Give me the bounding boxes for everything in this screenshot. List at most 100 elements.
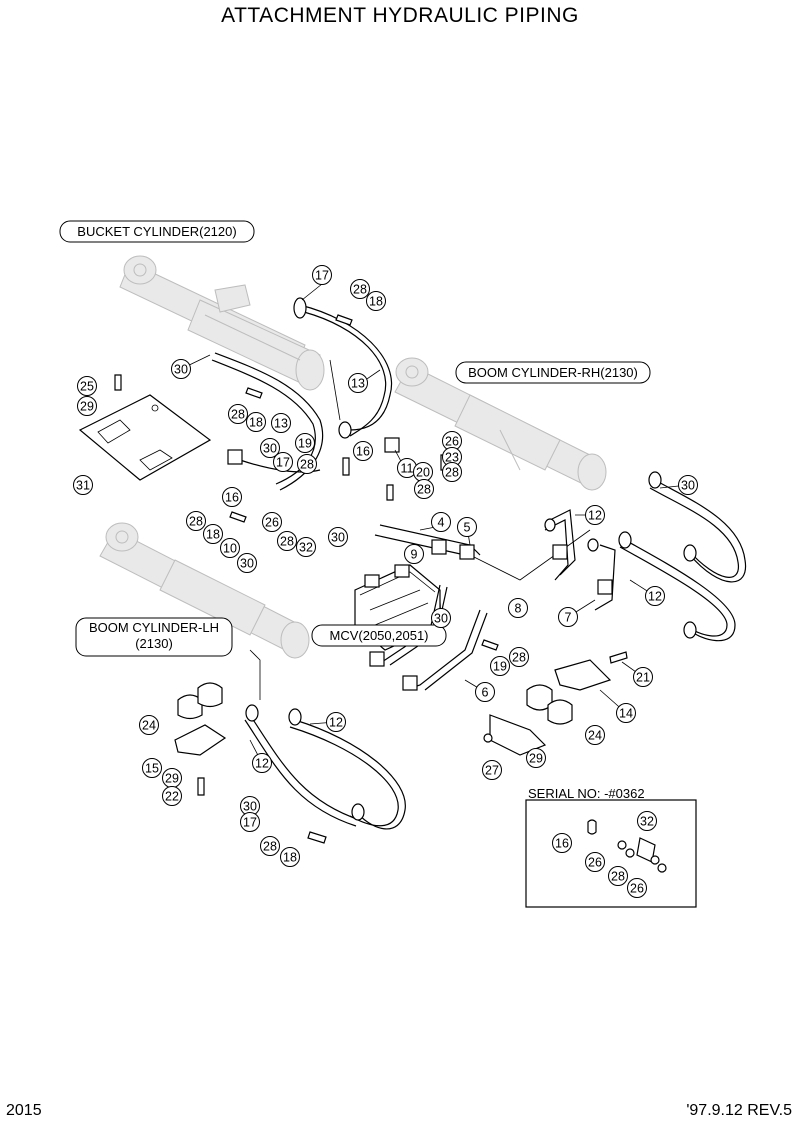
callout-number: 30 xyxy=(434,612,448,626)
callout-number: 24 xyxy=(142,719,156,733)
callout-number: 19 xyxy=(493,660,507,674)
callout-31: 31 xyxy=(73,475,93,495)
callout-30: 30 xyxy=(678,475,698,495)
callout-15: 15 xyxy=(142,758,162,778)
callout-number: 29 xyxy=(529,752,543,766)
callout-number: 17 xyxy=(315,269,329,283)
callout-number: 29 xyxy=(165,772,179,786)
callout-28: 28 xyxy=(608,866,628,886)
callout-18: 18 xyxy=(280,847,300,867)
callout-16: 16 xyxy=(353,441,373,461)
callout-23: 23 xyxy=(442,447,462,467)
callout-number: 4 xyxy=(438,516,445,530)
callout-number: 17 xyxy=(243,816,257,830)
hose-lines xyxy=(211,304,747,830)
svg-text:BUCKET CYLINDER(2120): BUCKET CYLINDER(2120) xyxy=(77,224,236,239)
callout-number: 12 xyxy=(588,509,602,523)
callout-26: 26 xyxy=(262,512,282,532)
callout-number: 23 xyxy=(445,451,459,465)
callout-12: 12 xyxy=(585,505,605,525)
callout-28: 28 xyxy=(442,462,462,482)
callout-18: 18 xyxy=(203,524,223,544)
callout-32: 32 xyxy=(296,537,316,557)
callout-24: 24 xyxy=(139,715,159,735)
callout-32: 32 xyxy=(637,811,657,831)
callout-number: 16 xyxy=(555,837,569,851)
callout-number: 26 xyxy=(630,882,644,896)
callout-number: 24 xyxy=(588,729,602,743)
callout-30: 30 xyxy=(260,438,280,458)
callout-30: 30 xyxy=(171,359,191,379)
callout-number: 8 xyxy=(515,602,522,616)
callout-29: 29 xyxy=(526,748,546,768)
boom-cylinder-rh-ghost xyxy=(394,357,607,491)
callout-number: 31 xyxy=(76,479,90,493)
callout-24: 24 xyxy=(585,725,605,745)
callout-29: 29 xyxy=(77,396,97,416)
callout-number: 26 xyxy=(265,516,279,530)
svg-text:MCV(2050,2051): MCV(2050,2051) xyxy=(330,628,429,643)
callout-12: 12 xyxy=(252,753,272,773)
callout-25: 25 xyxy=(77,376,97,396)
callout-18: 18 xyxy=(366,291,386,311)
callout-number: 30 xyxy=(243,800,257,814)
callout-26: 26 xyxy=(585,852,605,872)
callout-6: 6 xyxy=(475,682,495,702)
callout-17: 17 xyxy=(240,812,260,832)
revision-date: '97.9.12 REV.5 xyxy=(686,1102,792,1119)
callout-26: 26 xyxy=(627,878,647,898)
page-number: 2015 xyxy=(6,1102,42,1119)
callout-number: 13 xyxy=(351,377,365,391)
callout-number: 25 xyxy=(80,380,94,394)
callout-28: 28 xyxy=(260,836,280,856)
callout-17: 17 xyxy=(273,452,293,472)
callout-number: 5 xyxy=(464,521,471,535)
callout-number: 14 xyxy=(619,707,633,721)
callout-number: 32 xyxy=(299,541,313,555)
callout-number: 26 xyxy=(445,435,459,449)
callout-number: 30 xyxy=(681,479,695,493)
callout-number: 20 xyxy=(416,466,430,480)
callout-28: 28 xyxy=(350,279,370,299)
callout-30: 30 xyxy=(328,527,348,547)
callout-number: 9 xyxy=(411,548,418,562)
callout-11: 11 xyxy=(397,458,417,478)
callout-number: 12 xyxy=(329,716,343,730)
callout-number: 30 xyxy=(331,531,345,545)
bucket-cylinder-ghost xyxy=(119,255,325,391)
callout-number: 7 xyxy=(565,611,572,625)
callout-12: 12 xyxy=(326,712,346,732)
callout-13: 13 xyxy=(271,413,291,433)
callout-number: 19 xyxy=(298,437,312,451)
callout-number: 11 xyxy=(401,462,414,476)
serial-label: SERIAL NO: -#0362 xyxy=(528,786,645,801)
mcv-label: MCV(2050,2051) xyxy=(311,624,447,647)
callout-28: 28 xyxy=(228,404,248,424)
callout-number: 15 xyxy=(145,762,159,776)
callout-21: 21 xyxy=(633,667,653,687)
callout-number: 30 xyxy=(263,442,277,456)
svg-text:BOOM CYLINDER-LH: BOOM CYLINDER-LH xyxy=(89,620,219,635)
callout-16: 16 xyxy=(222,487,242,507)
callout-5: 5 xyxy=(457,517,477,537)
callout-number: 28 xyxy=(231,408,245,422)
callout-22: 22 xyxy=(162,786,182,806)
callout-10: 10 xyxy=(220,538,240,558)
svg-text:BOOM CYLINDER-RH(2130): BOOM CYLINDER-RH(2130) xyxy=(468,365,638,380)
callout-30: 30 xyxy=(237,553,257,573)
callout-16: 16 xyxy=(552,833,572,853)
callout-28: 28 xyxy=(509,647,529,667)
brackets-and-bushings xyxy=(174,659,612,756)
callout-number: 27 xyxy=(485,764,499,778)
svg-text:(2130): (2130) xyxy=(135,636,173,651)
cover-plate xyxy=(78,394,212,481)
callout-number: 17 xyxy=(276,456,290,470)
callout-30: 30 xyxy=(240,796,260,816)
callout-number: 18 xyxy=(206,528,220,542)
callout-number: 22 xyxy=(165,790,179,804)
callout-number: 32 xyxy=(640,815,654,829)
boom-cylinder-rh-label: BOOM CYLINDER-RH(2130) xyxy=(455,361,651,384)
bucket-cylinder-label: BUCKET CYLINDER(2120) xyxy=(59,220,255,243)
